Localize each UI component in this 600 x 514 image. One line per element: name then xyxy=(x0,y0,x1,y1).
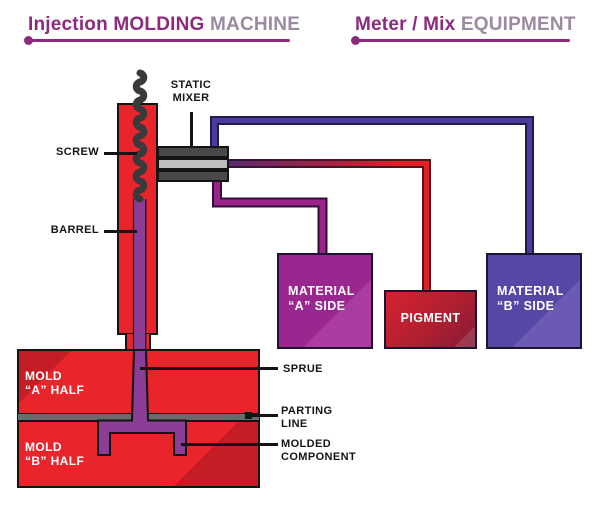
barrel-leader-line xyxy=(104,230,137,233)
static-mixer-top-plate xyxy=(157,146,229,158)
material-b-tank xyxy=(486,253,582,349)
screw xyxy=(132,69,148,203)
sprue-and-molded-component xyxy=(97,349,187,456)
molded-component-label-line1: MOLDED xyxy=(281,438,332,450)
material-a-tank xyxy=(277,253,373,349)
title-underline-left xyxy=(28,39,290,42)
title-underline-right-dot xyxy=(351,36,360,45)
title-right-bold: Meter / Mix xyxy=(355,14,456,35)
title-meter-mix-equipment: Meter / Mix EQUIPMENT xyxy=(355,14,576,36)
mold-a-label-line2: “A” HALF xyxy=(25,383,85,397)
title-injection-molding-machine: Injection MOLDING MACHINE xyxy=(28,14,300,36)
static-mixer-label: STATIC MIXER xyxy=(154,79,228,105)
pigment-tank xyxy=(384,290,477,349)
molded-component-label: MOLDED COMPONENT xyxy=(281,438,356,464)
mold-b-label-line2: “B” HALF xyxy=(25,454,85,468)
barrel-label: BARREL xyxy=(50,224,99,236)
static-mixer-label-line1: STATIC xyxy=(170,79,212,91)
sprue-leader-line xyxy=(140,367,278,370)
title-underline-left-dot xyxy=(24,36,33,45)
pipe-material-a xyxy=(212,180,328,254)
static-mixer-middle-plate xyxy=(157,158,229,170)
melt-channel xyxy=(132,199,147,350)
pipe-pigment xyxy=(228,159,431,291)
pigment-tank-label: PIGMENT xyxy=(400,311,461,325)
static-mixer-label-line2: MIXER xyxy=(172,92,210,104)
material-a-tank-label: MATERIAL “A” SIDE xyxy=(288,284,355,313)
mold-b-label: MOLD “B” HALF xyxy=(25,440,84,468)
parting-line-label-line1: PARTING xyxy=(281,405,333,417)
sprue-label: SPRUE xyxy=(283,363,323,375)
material-b-tank-label: MATERIAL “B” SIDE xyxy=(497,284,564,313)
material-b-label-line1: MATERIAL xyxy=(497,284,564,298)
mold-a-label-line1: MOLD xyxy=(25,369,62,383)
title-underline-right xyxy=(355,39,570,42)
material-b-label-line2: “B” SIDE xyxy=(497,298,555,313)
screw-leader-line xyxy=(104,152,137,155)
title-left-bold: Injection MOLDING xyxy=(28,14,205,35)
material-a-label-line1: MATERIAL xyxy=(288,284,355,298)
mold-a-label: MOLD “A” HALF xyxy=(25,369,84,397)
static-mixer-leader-line xyxy=(190,112,193,147)
parting-line-label-line2: LINE xyxy=(281,418,308,430)
title-right-light: EQUIPMENT xyxy=(460,14,576,35)
parting-line-label: PARTING LINE xyxy=(281,405,332,431)
title-left-light: MACHINE xyxy=(210,14,301,35)
mold-b-label-line1: MOLD xyxy=(25,440,62,454)
parting-line-pointer xyxy=(245,412,252,419)
molded-component-label-line2: COMPONENT xyxy=(281,451,357,463)
molded-component-leader-line xyxy=(181,443,278,446)
pipe-material-b xyxy=(210,116,534,254)
screw-label: SCREW xyxy=(56,146,99,158)
mold-b-half xyxy=(17,420,260,488)
static-mixer-bottom-plate xyxy=(157,170,229,182)
material-a-label-line2: “A” SIDE xyxy=(288,298,346,313)
parting-line-leader-line xyxy=(250,414,278,417)
